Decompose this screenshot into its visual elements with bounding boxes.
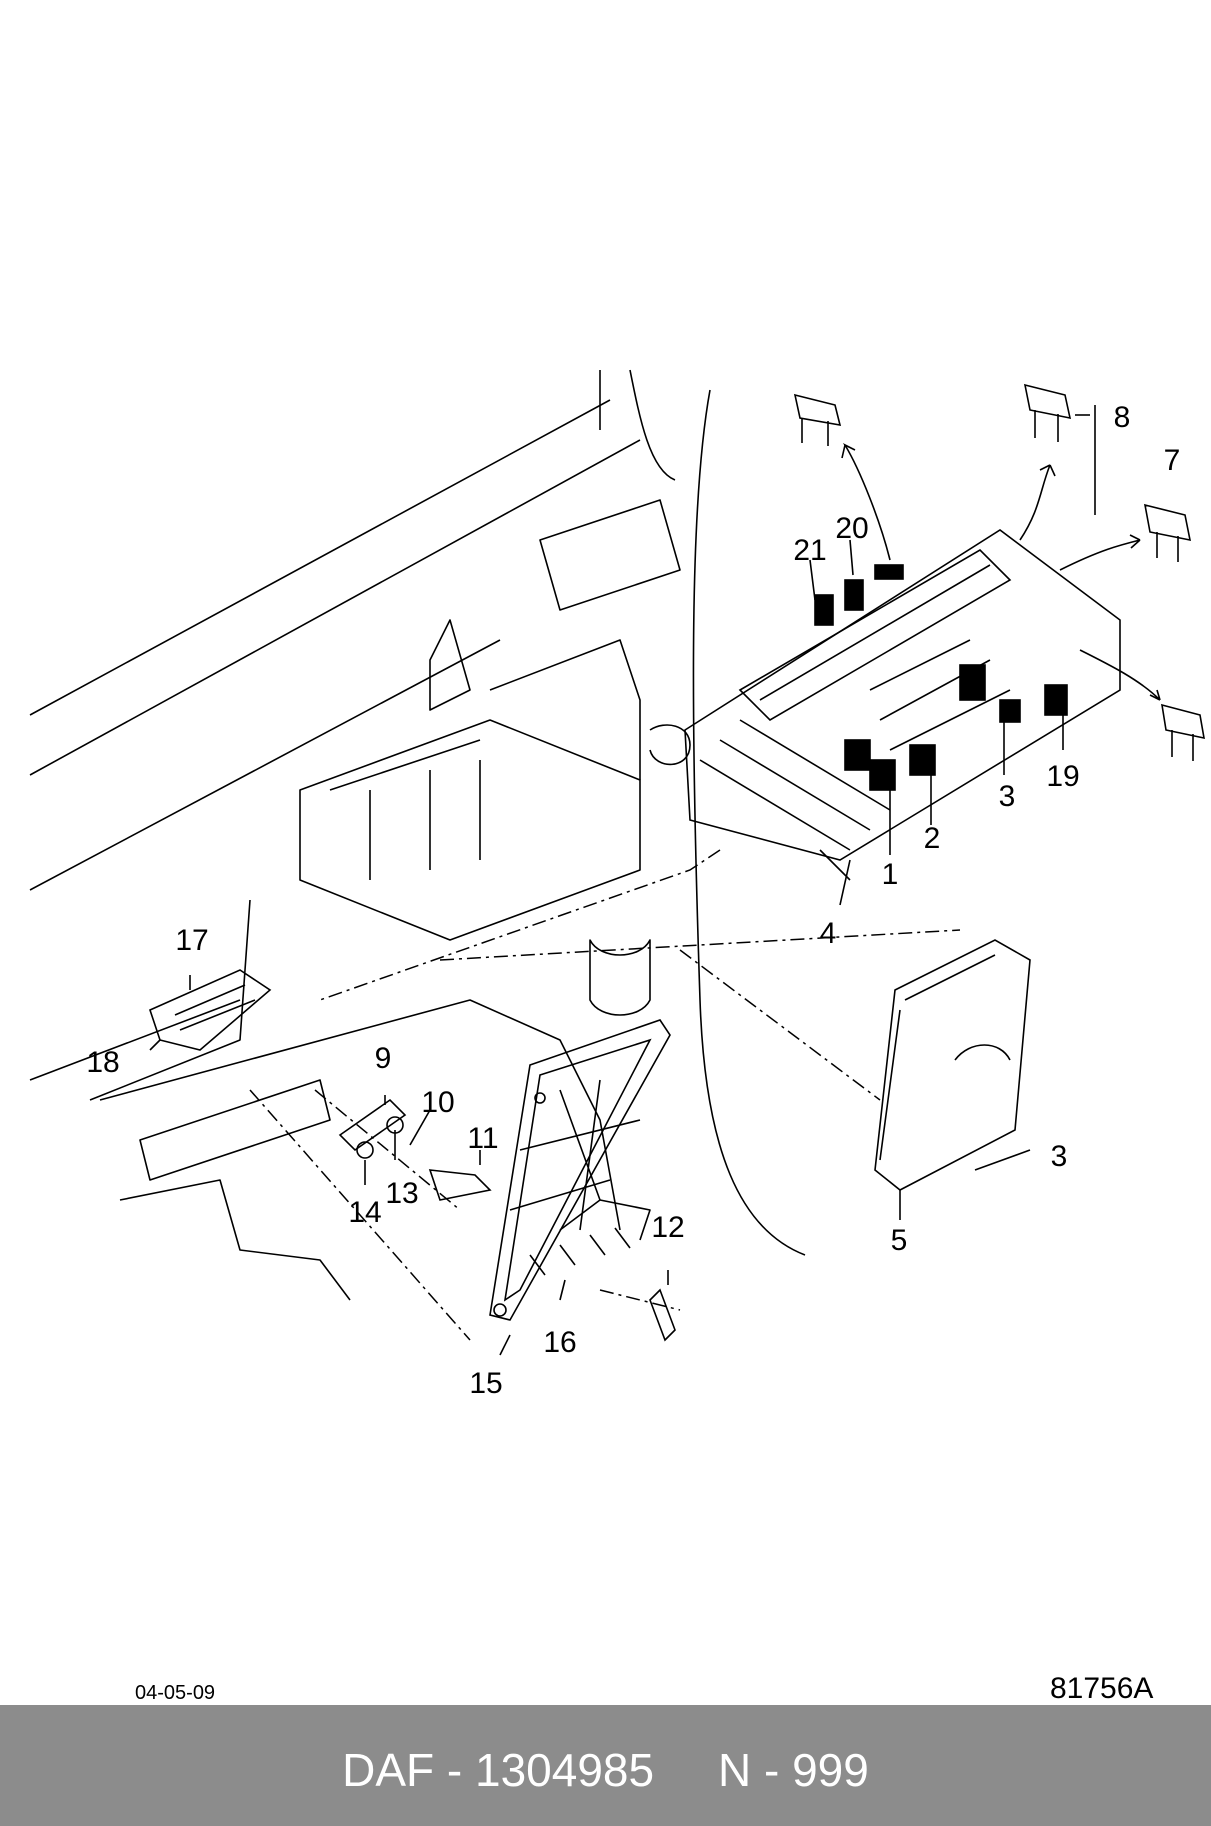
- blade-fuses: [793, 383, 1205, 761]
- callout-17: 17: [175, 924, 208, 957]
- cab-structure-drawing: [29, 369, 806, 1301]
- callout-3-box: 3: [999, 780, 1016, 813]
- leader-pointers: [149, 405, 1096, 1356]
- callout-8: 8: [1114, 401, 1131, 434]
- callout-15: 15: [469, 1367, 502, 1400]
- footer-bar: DAF - 1304985 N - 999: [0, 1705, 1211, 1826]
- callout-11: 11: [467, 1122, 498, 1155]
- callout-7: 7: [1164, 444, 1181, 477]
- callout-9: 9: [375, 1042, 392, 1075]
- callout-3-unit: 3: [1051, 1140, 1068, 1173]
- callout-16: 16: [543, 1326, 576, 1359]
- control-unit-5: [874, 939, 1031, 1191]
- callout-14: 14: [348, 1196, 381, 1229]
- callout-18: 18: [86, 1046, 119, 1079]
- callout-21: 21: [793, 534, 826, 567]
- drawing-number: 81756A: [1050, 1672, 1154, 1705]
- drawing-date: 04-05-09: [135, 1682, 216, 1704]
- fuse-relay-box: [684, 529, 1121, 881]
- support-plate-15: [489, 1019, 671, 1321]
- callout-4: 4: [820, 917, 837, 950]
- callout-13: 13: [385, 1177, 418, 1210]
- callout-12: 12: [651, 1211, 684, 1244]
- part-number-caption: DAF - 1304985 N - 999: [342, 1744, 869, 1796]
- callout-10: 10: [421, 1086, 454, 1119]
- parts-diagram: 21 20 8 7 19 3 2 1 4 3 5 17 18 9 10 11 1…: [29, 369, 1205, 1400]
- leader-lines: [249, 849, 961, 1341]
- callout-2: 2: [924, 822, 941, 855]
- callout-5: 5: [891, 1224, 908, 1257]
- small-parts: [149, 969, 676, 1342]
- callout-20: 20: [835, 512, 868, 545]
- callout-19: 19: [1046, 760, 1079, 793]
- callout-labels: 21 20 8 7 19 3 2 1 4 3 5 17 18 9 10 11 1…: [86, 401, 1180, 1400]
- callout-1: 1: [882, 858, 899, 891]
